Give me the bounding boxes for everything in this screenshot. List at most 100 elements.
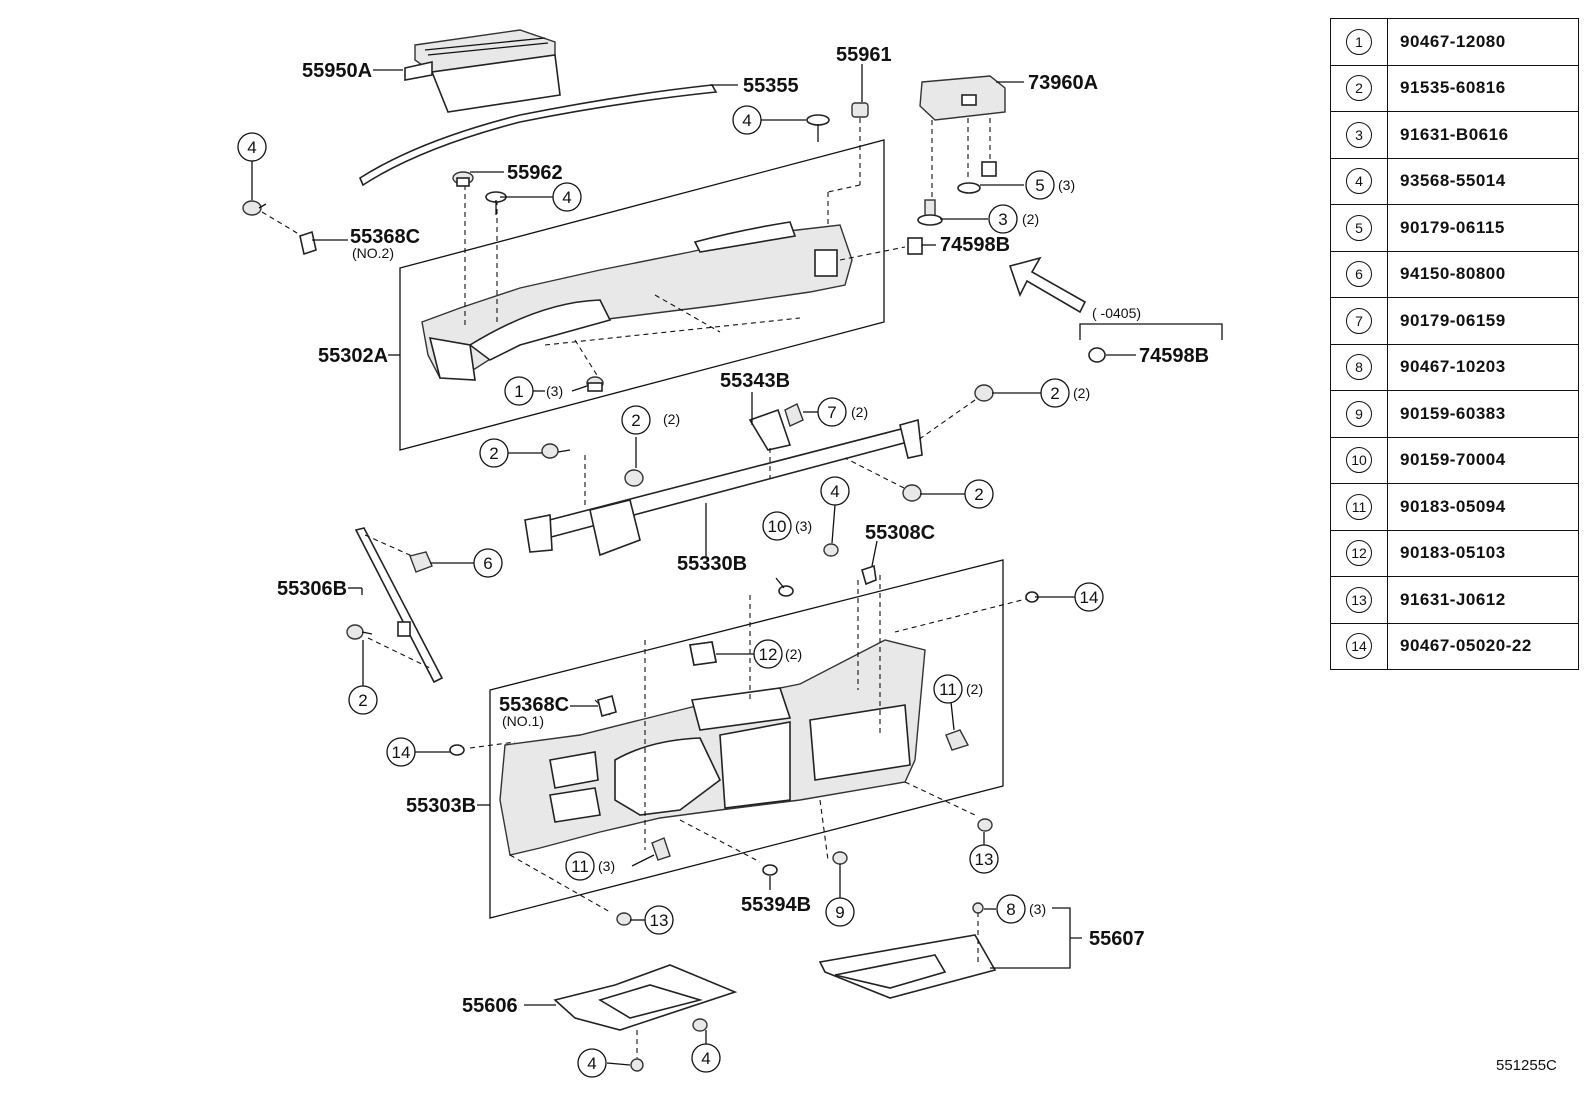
screw-4-a — [485, 191, 507, 215]
part-code-cell: 90467-05020-22 — [1387, 622, 1579, 670]
clip-55368C-no2 — [299, 230, 317, 256]
part-code-cell: 93568-55014 — [1387, 157, 1579, 205]
leader-lines — [251, 64, 1136, 1066]
svg-text:2: 2 — [358, 691, 367, 710]
qty-3: (2) — [1022, 211, 1039, 227]
reference-number-circle: 7 — [1346, 307, 1372, 334]
callout-4-a: 4 — [237, 132, 267, 162]
svg-text:9: 9 — [835, 903, 844, 922]
screw-55962 — [452, 171, 474, 187]
part-55302A-dashboard-upper — [421, 185, 906, 381]
leader-dash — [261, 211, 303, 237]
svg-text:2: 2 — [631, 411, 640, 430]
label-55606: 55606 — [462, 995, 518, 1017]
parts-table-row: 4 93568-55014 — [1330, 157, 1579, 205]
reference-number-circle: 6 — [1346, 261, 1372, 288]
callout-4-b: 4 — [732, 105, 762, 135]
callout-4-d: 4 — [820, 476, 850, 506]
screw-9 — [832, 851, 848, 865]
label-55330B: 55330B — [677, 553, 747, 575]
part-code-cell: 94150-80800 — [1387, 250, 1579, 298]
part-55961-clip — [827, 102, 869, 230]
bolt-4-left — [242, 200, 267, 216]
svg-text:4: 4 — [247, 138, 256, 157]
parts-table-number-cell: 2 — [1330, 64, 1388, 112]
svg-text:7: 7 — [827, 403, 836, 422]
svg-text:11: 11 — [939, 680, 957, 699]
part-code-cell: 91535-60816 — [1387, 64, 1579, 112]
part-55306B-brace — [354, 527, 444, 684]
part-code-cell: 90179-06159 — [1387, 297, 1579, 345]
bolt-2-beam-top — [624, 469, 644, 487]
svg-text:2: 2 — [489, 444, 498, 463]
svg-text:2: 2 — [974, 485, 983, 504]
bolt-2-beam-right2 — [844, 457, 922, 502]
label-55950A: 55950A — [302, 60, 372, 82]
reference-number-circle: 11 — [1346, 493, 1372, 520]
callout-14-a: 14 — [1074, 582, 1104, 612]
parts-table-number-cell: 3 — [1330, 111, 1388, 159]
reference-number-circle: 4 — [1346, 168, 1372, 195]
label-74598B-a: 74598B — [940, 234, 1010, 256]
label-55306B: 55306B — [277, 578, 347, 600]
callout-6: 6 — [473, 548, 503, 578]
callout-2-b: 2 — [1040, 378, 1070, 408]
callout-2-c: 2 — [479, 438, 509, 468]
parts-table-number-cell: 13 — [1330, 576, 1388, 624]
parts-table-number-cell: 12 — [1330, 529, 1388, 577]
parts-table-row: 6 94150-80800 — [1330, 250, 1579, 298]
part-code-cell: 91631-J0612 — [1387, 576, 1579, 624]
callout-13-b: 13 — [644, 905, 674, 935]
nut-6 — [409, 551, 433, 573]
callout-1: 1 — [504, 376, 534, 406]
clip-55368C-no1 — [597, 695, 617, 717]
diagram-id: 551255C — [1496, 1057, 1557, 1074]
parts-table-number-cell: 14 — [1330, 622, 1388, 670]
reference-number-circle: 10 — [1346, 447, 1372, 474]
svg-text:3: 3 — [998, 210, 1007, 229]
bolt-4-mid — [823, 543, 839, 557]
parts-table-number-cell: 7 — [1330, 297, 1388, 345]
part-code-cell: 90467-12080 — [1387, 18, 1579, 66]
screw-55394B — [762, 864, 778, 876]
callout-11-a: 11 — [933, 674, 963, 704]
reference-number-circle: 1 — [1346, 28, 1372, 55]
bolt-13-left — [616, 912, 632, 926]
qty-7: (2) — [851, 404, 868, 420]
svg-text:4: 4 — [587, 1054, 596, 1073]
callout-3: 3 — [988, 204, 1018, 234]
part-55606-cover — [553, 964, 738, 1072]
screw-10 — [775, 577, 794, 597]
bolt-2-beam — [541, 443, 571, 459]
svg-text:4: 4 — [742, 111, 751, 130]
part-55330B-beam — [524, 408, 923, 557]
qty-2-right: (2) — [1073, 385, 1090, 401]
part-55355-strip — [358, 84, 718, 187]
label-73960A: 73960A — [1028, 72, 1098, 94]
part-55607-cover — [818, 902, 997, 999]
callout-8: 8 — [996, 894, 1026, 924]
qty-8: (3) — [1029, 901, 1046, 917]
parts-table-number-cell: 9 — [1330, 390, 1388, 438]
callout-4-e: 4 — [577, 1048, 607, 1078]
upper-panel-frame — [399, 139, 885, 451]
label-55343B: 55343B — [720, 370, 790, 392]
callout-2-d: 2 — [964, 479, 994, 509]
qty-2-top: (2) — [663, 411, 680, 427]
part-55950A-vent — [404, 29, 561, 113]
callout-11-b: 11 — [565, 851, 595, 881]
label-55303B: 55303B — [406, 795, 476, 817]
clip-1 — [586, 376, 604, 392]
parts-table-number-cell: 8 — [1330, 343, 1388, 391]
qty-5: (3) — [1058, 177, 1075, 193]
svg-text:2: 2 — [1050, 384, 1059, 403]
svg-text:10: 10 — [768, 517, 787, 536]
reference-number-circle: 14 — [1346, 633, 1372, 660]
